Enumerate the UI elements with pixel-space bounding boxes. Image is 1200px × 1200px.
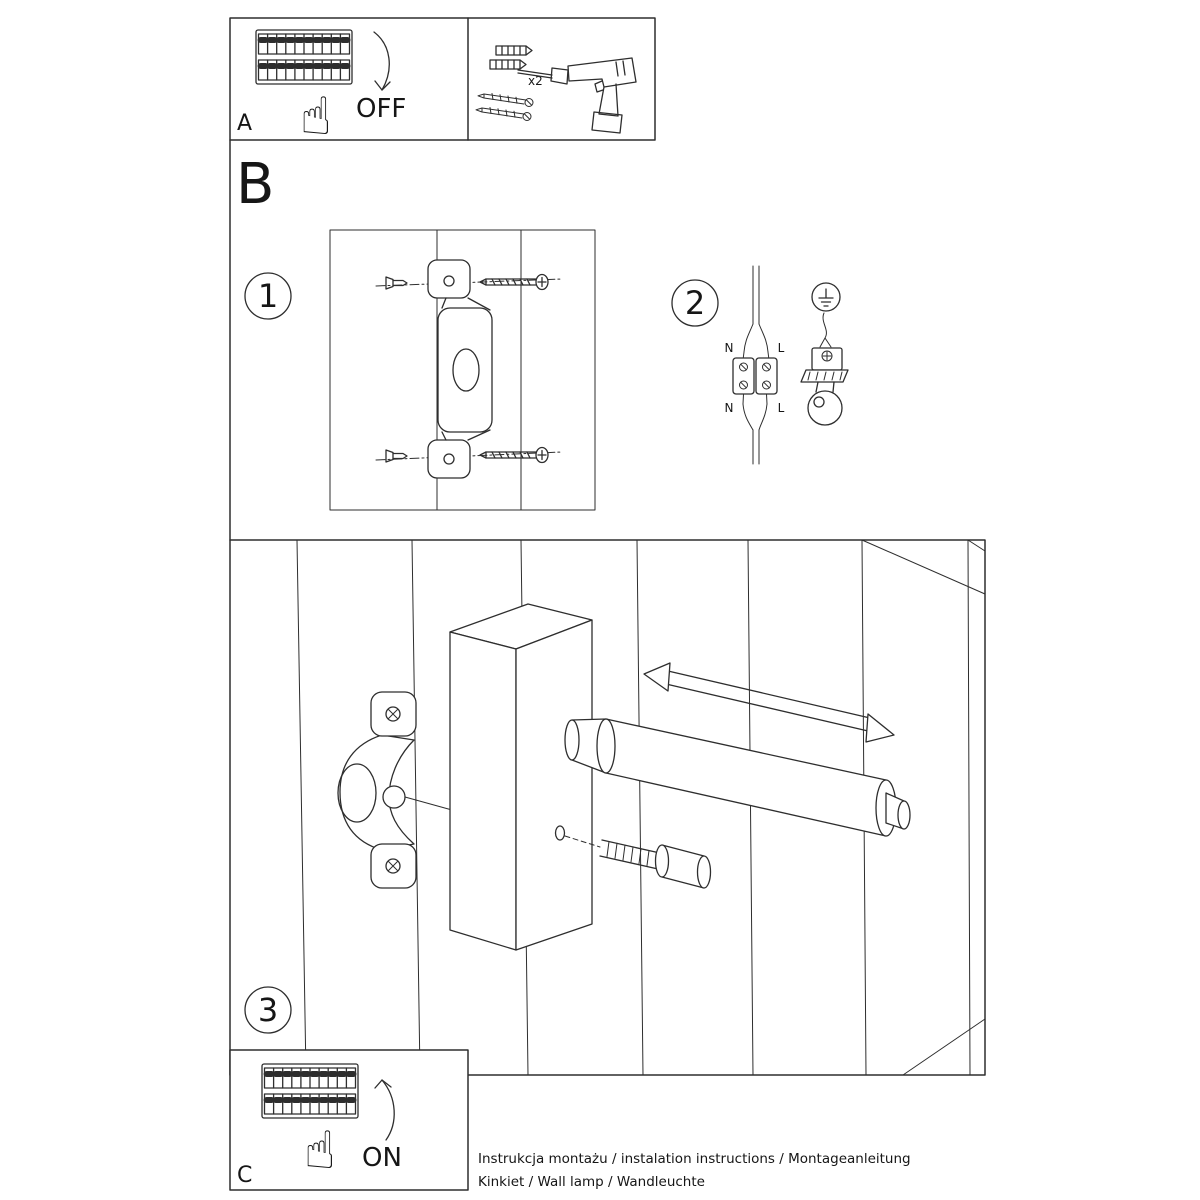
- step-2-number: 2: [685, 284, 705, 322]
- mounting-bracket-3: [337, 691, 453, 889]
- screw-icons: [475, 93, 534, 121]
- panel-a-label: A: [237, 111, 252, 136]
- panel-c-label: C: [237, 1163, 252, 1188]
- step-3-diagram: 3: [244, 539, 986, 1076]
- mounting-bracket-1: [427, 259, 493, 479]
- breaker-panel-drawing-a: [256, 30, 352, 84]
- panel-c: ☝ ON C: [229, 1049, 469, 1191]
- anchor-quantity-label: x2: [528, 74, 543, 88]
- earth-symbol-icon: [811, 282, 841, 312]
- power-off-arrow-icon: [373, 31, 391, 91]
- small-screw-icon-top: [385, 276, 408, 290]
- hand-icon: ☝: [300, 87, 332, 147]
- lamp-base: [449, 603, 593, 951]
- step-2-badge: [671, 279, 719, 327]
- base-screw-hole: [554, 825, 566, 841]
- step-3-number: 3: [258, 991, 278, 1029]
- step-1-number: 1: [258, 277, 278, 315]
- screw-guide-dashes: [564, 835, 601, 848]
- footer-line-2: Kinkiet / Wall lamp / Wandleuchte: [478, 1174, 705, 1190]
- on-label: ON: [362, 1143, 402, 1173]
- step-1-diagram: 1: [244, 229, 596, 511]
- label-n-top: N: [725, 341, 734, 355]
- ring-terminal: [807, 381, 843, 426]
- hand-icon: ☝: [304, 1121, 336, 1181]
- set-screw: [599, 839, 712, 889]
- off-label: OFF: [356, 94, 406, 124]
- footer-line-1: Instrukcja montażu / instalation instruc…: [478, 1151, 911, 1167]
- panel-a: ☝ OFF A: [237, 30, 406, 147]
- label-l-bottom: L: [778, 401, 785, 415]
- wall-plug-icons: [489, 45, 533, 70]
- section-b-label: B: [236, 152, 274, 217]
- small-screw-icon-bottom: [385, 449, 408, 463]
- step-3-badge: [244, 986, 292, 1034]
- lamp-tube: [564, 718, 911, 837]
- bracket-screw-top-icon: [385, 706, 401, 722]
- label-n-bottom: N: [725, 401, 734, 415]
- earth-clamp: [800, 347, 849, 383]
- step-1-badge: [244, 272, 292, 320]
- tools-panel: x2: [475, 45, 637, 134]
- power-on-arrow-icon: [374, 1079, 395, 1141]
- label-l-top: L: [778, 341, 785, 355]
- terminal-block: [732, 357, 778, 395]
- slide-direction-arrow: [643, 662, 895, 743]
- step-2-diagram: 2 N L N L: [671, 265, 849, 465]
- frame-borders: [229, 17, 986, 1076]
- bracket-screw-bottom-icon: [385, 858, 401, 874]
- bracket-leader-line: [404, 796, 453, 811]
- earth-wire: [819, 312, 832, 348]
- mains-cable: [742, 265, 770, 465]
- drill-icon: [517, 57, 637, 134]
